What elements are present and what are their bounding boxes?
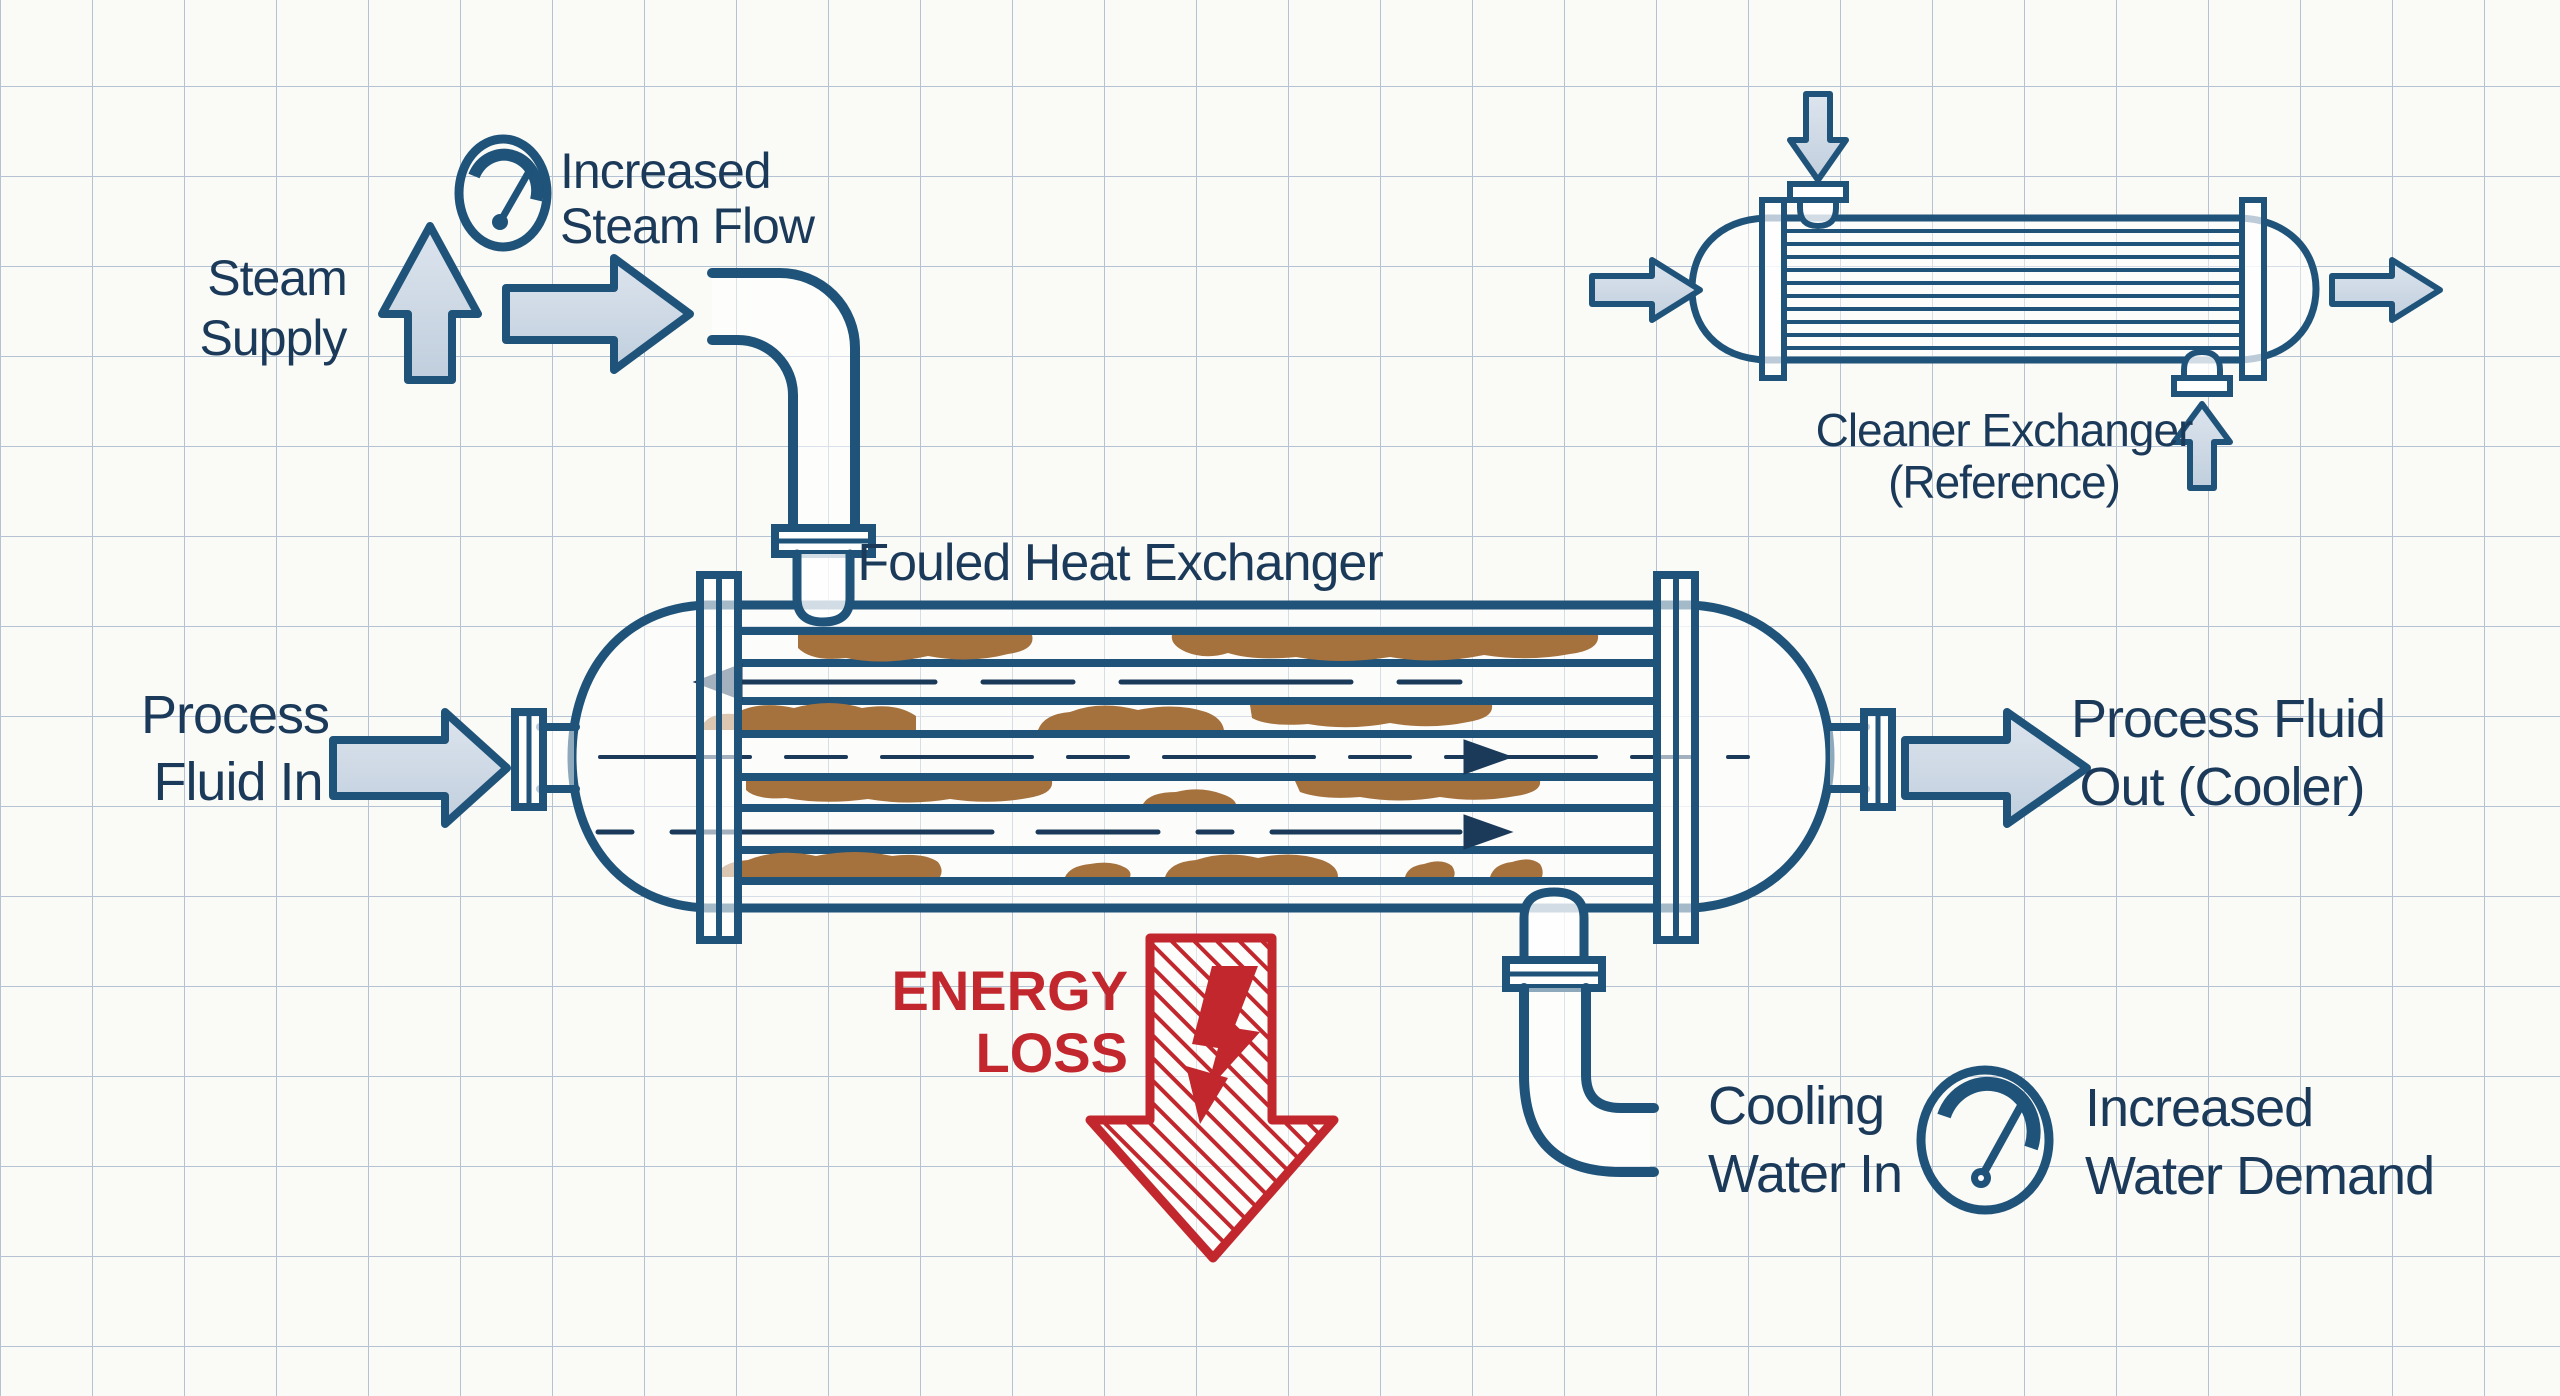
process-fluid-out-group: Process Fluid Out (Cooler): [1901, 689, 2386, 828]
process-fluid-out-label-2: Out (Cooler): [2079, 757, 2364, 817]
down-arrow-icon: [1787, 91, 1849, 183]
right-arrow-icon: [329, 708, 511, 828]
flow-arrow-right-icon: [1463, 814, 1514, 850]
steam-supply-label-1: Steam: [207, 250, 347, 306]
gauge-icon: [1916, 1065, 2054, 1215]
fouling-deposit: [1295, 781, 1541, 801]
increased-water-demand-label-2: Water Demand: [2085, 1146, 2434, 1206]
tube-bundle: [738, 627, 1657, 885]
fouling-deposit: [1165, 854, 1338, 877]
fouling-deposit: [746, 781, 1053, 803]
cleaner-exchanger-group: Cleaner Exchanger (Reference): [1589, 91, 2443, 508]
process-fluid-out-label-1: Process Fluid: [2071, 689, 2385, 749]
process-fluid-in-label-2: Fluid In: [153, 752, 322, 812]
right-arrow-icon: [1589, 257, 1703, 323]
steam-supply-group: Steam Supply Increased Steam Flow: [200, 134, 817, 384]
cleaner-exchanger-label-2: (Reference): [1888, 456, 2120, 508]
flow-arrow-right-icon: [1463, 739, 1514, 775]
fouling-deposit: [798, 635, 1033, 662]
fouling-deposit: [1250, 705, 1493, 728]
cooling-water-in-label-1: Cooling: [1708, 1076, 1884, 1136]
steam-inlet-pipe: [707, 268, 876, 627]
right-arrow-icon: [502, 254, 694, 374]
process-fluid-in-group: Process Fluid In: [141, 685, 511, 828]
reference-flange: [2239, 197, 2267, 381]
reference-tube-bundle: [1786, 229, 2240, 350]
fouling-deposit: [1038, 705, 1224, 730]
cooling-water-pipe: [1502, 887, 1659, 1177]
lightning-bolt-icon: [1186, 966, 1260, 1124]
right-arrow-icon: [1901, 708, 2091, 828]
energy-loss-label-1: ENERGY: [892, 959, 1129, 1022]
reference-flange: [1759, 197, 1787, 381]
fouling-deposit: [1490, 859, 1543, 877]
reference-bottom-nozzle: [2181, 348, 2223, 378]
cleaner-exchanger-label-1: Cleaner Exchanger: [1816, 404, 2193, 456]
up-arrow-icon: [378, 222, 482, 384]
fouling-deposit: [1171, 635, 1599, 661]
cooling-water-group: Cooling Water In Increased Water Demand: [1708, 1065, 2435, 1215]
up-arrow-icon: [2171, 401, 2233, 491]
right-arrow-icon: [2329, 257, 2443, 323]
fouling-deposit: [1405, 861, 1455, 877]
reference-bottom-flange: [2171, 375, 2233, 397]
energy-loss-group: ENERGY LOSS: [892, 933, 1339, 1263]
process-in-nozzle: [511, 708, 580, 811]
process-out-nozzle: [1824, 708, 1896, 811]
process-fluid-in-label-1: Process: [141, 685, 329, 745]
gauge-icon: [454, 134, 552, 252]
fouling-deposit: [1065, 862, 1131, 877]
increased-steam-flow-label-1: Increased: [560, 143, 771, 199]
fouling-deposit: [700, 703, 916, 730]
fouling-deposit: [716, 852, 942, 877]
steam-supply-label-2: Supply: [200, 310, 348, 366]
exchanger-title: Fouled Heat Exchanger: [857, 534, 1383, 592]
reference-top-flange: [1787, 181, 1849, 203]
fouling-deposits: [700, 635, 1599, 877]
energy-loss-label-2: LOSS: [976, 1021, 1128, 1084]
reference-top-nozzle: [1797, 200, 1839, 230]
cooling-water-in-label-2: Water In: [1708, 1144, 1902, 1204]
fouled-heat-exchanger: Fouled Heat Exchanger: [511, 268, 1896, 1177]
increased-steam-flow-label-2: Steam Flow: [560, 198, 816, 254]
fouling-deposit: [1143, 789, 1236, 804]
shell-flanges: [696, 571, 1699, 944]
increased-water-demand-label-1: Increased: [2085, 1078, 2313, 1138]
